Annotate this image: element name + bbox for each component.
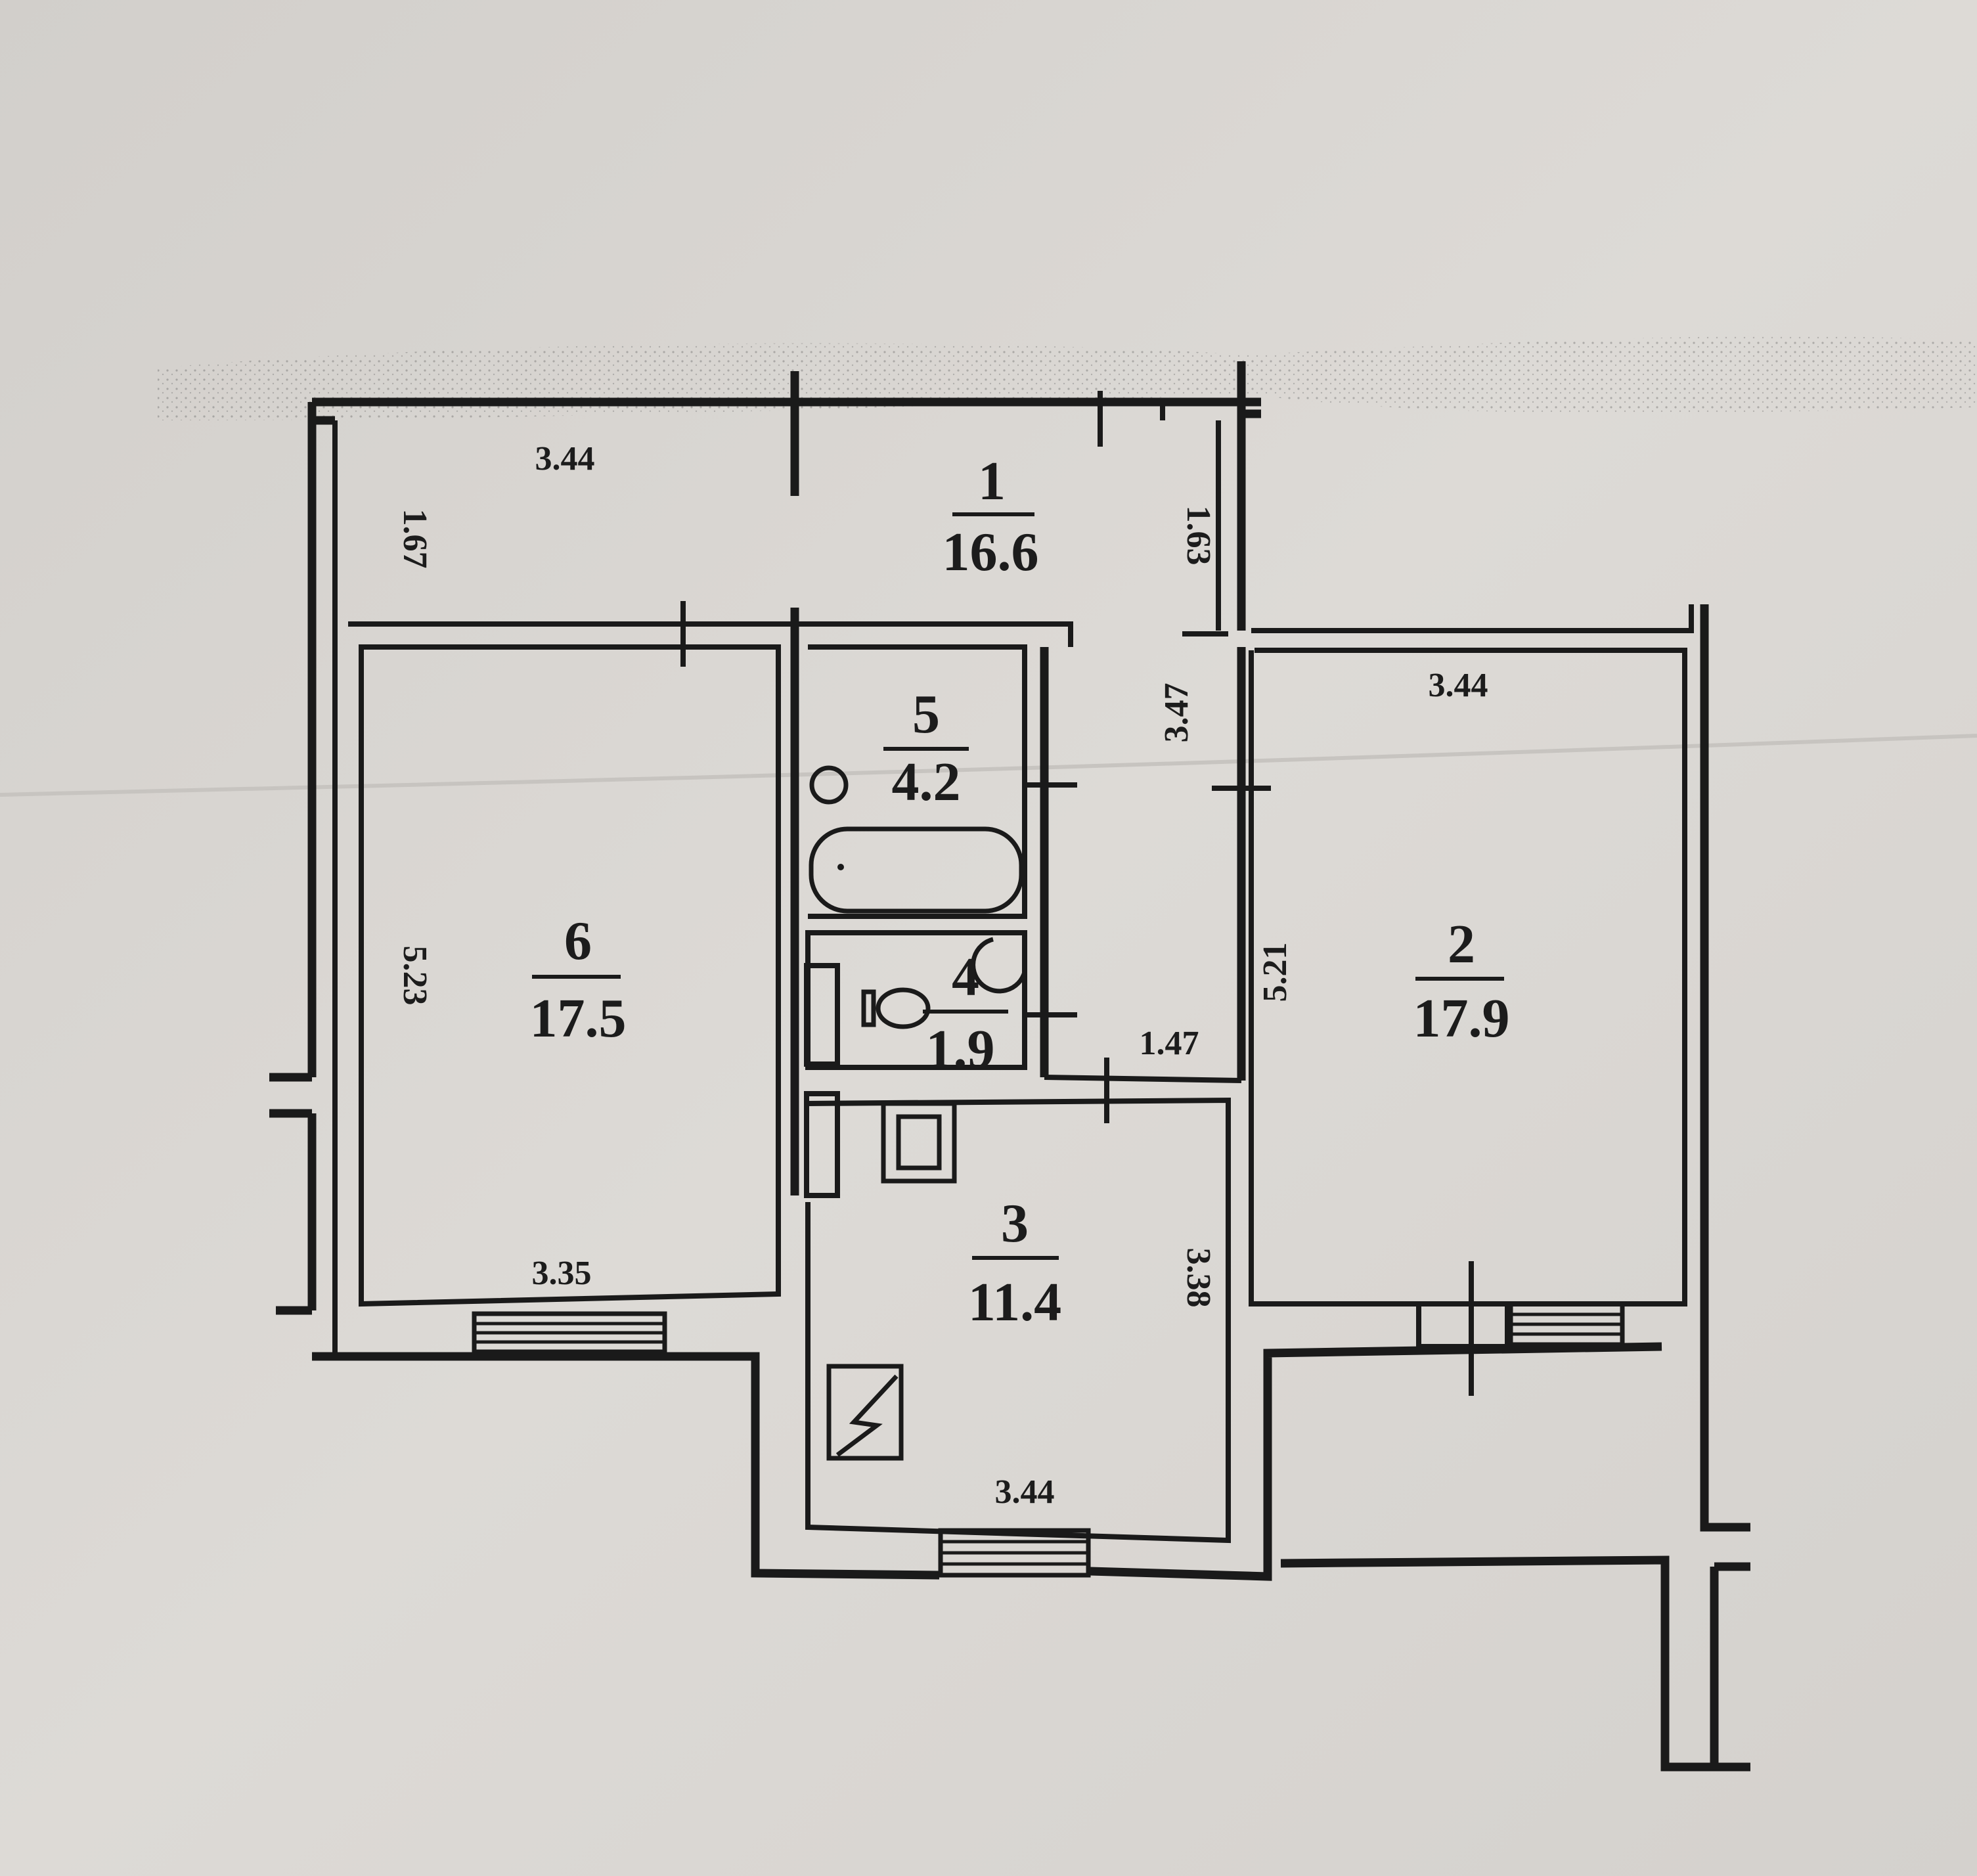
outer-wall-bottom-kitchen (1090, 1342, 1662, 1581)
room-area: 16.6 (943, 522, 1039, 583)
room-number: 1 (978, 451, 1006, 512)
corridor-bottom-wall (1044, 1075, 1242, 1083)
window-room-2 (1508, 1301, 1625, 1347)
outer-wall-right (1700, 604, 1750, 1767)
dim-kitchen-height: 3.38 (1180, 1248, 1217, 1308)
room-2-outer-top (1251, 604, 1694, 633)
outer-wall-right-balcony (1280, 1555, 1750, 1772)
room-label-4: 4 1.9 (923, 947, 1008, 1080)
hall-right-wall (1182, 420, 1228, 636)
dim-room2-top-width: 3.44 (1429, 667, 1488, 704)
room-label-2: 2 17.9 (1413, 914, 1510, 1049)
window-kitchen (938, 1528, 1091, 1578)
window-room-6 (472, 1311, 667, 1354)
room-area: 4.2 (892, 751, 961, 813)
room-label-1: 1 16.6 (943, 451, 1039, 583)
dim-kitchen-bottom-width: 3.44 (995, 1473, 1055, 1511)
outer-wall-bottom-left (312, 1352, 940, 1580)
room-label-6: 6 17.5 (530, 910, 627, 1049)
room-area: 17.5 (530, 988, 627, 1049)
room-2-window-frame (1416, 1304, 1510, 1349)
dim-corridor-height: 3.47 (1158, 683, 1195, 743)
shaft-top (804, 963, 840, 1067)
room-area: 1.9 (926, 1019, 995, 1080)
stove (881, 1101, 957, 1184)
room-5-walls (808, 644, 1027, 919)
room-2-walls (1249, 648, 1687, 1306)
room-area: 17.9 (1413, 988, 1510, 1049)
water-heater (826, 1364, 904, 1461)
dim-room6-bottom-width: 3.35 (532, 1255, 592, 1292)
room-area: 11.4 (968, 1272, 1061, 1333)
top-door-mark (1098, 391, 1165, 447)
paper-fold (0, 734, 1977, 797)
toilet-bowl (876, 987, 931, 1029)
top-pilaster-right (1237, 361, 1261, 631)
room-number: 6 (564, 910, 592, 972)
sink-corner (971, 937, 1027, 994)
bathtub-drain (837, 864, 844, 870)
dim-corridor-width: 1.47 (1140, 1025, 1199, 1062)
room-number: 5 (912, 684, 940, 745)
stove-inner (896, 1114, 942, 1171)
dim-hall-right-height: 1.63 (1180, 506, 1217, 566)
room-3-walls (805, 1097, 1231, 1544)
dim-hall-left-height: 1.67 (396, 509, 433, 569)
room-number: 2 (1448, 914, 1475, 975)
room-6-walls (359, 644, 781, 1307)
washbasin (809, 765, 849, 805)
room-number: 4 (952, 947, 979, 1008)
bathtub (809, 826, 1024, 914)
dim-room2-height: 5.21 (1256, 943, 1294, 1002)
dim-hall-top-width: 3.44 (535, 440, 595, 478)
room-label-3: 3 11.4 (968, 1193, 1061, 1333)
room-label-5: 5 4.2 (883, 684, 969, 813)
toilet-tank (861, 989, 876, 1027)
floor-plan: 1 16.6 5 4.2 4 1.9 6 17.5 2 17.9 3 11.4 (269, 361, 1750, 1772)
room-number: 3 (1001, 1193, 1029, 1254)
shaft-bottom (804, 1091, 840, 1198)
water-heater-bolt (835, 1374, 899, 1457)
hall-door-room6 (631, 601, 768, 667)
dim-room6-height: 5.23 (396, 946, 433, 1006)
outer-wall-left (269, 420, 317, 1315)
